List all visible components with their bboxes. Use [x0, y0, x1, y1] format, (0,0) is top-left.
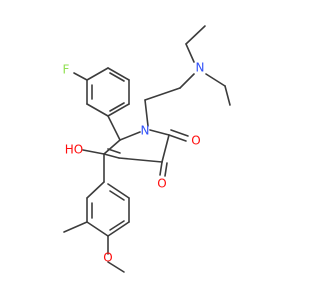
- hydroxyl-oxygen-label: HO: [65, 143, 83, 157]
- bond-ring-fluorine: [73, 72, 88, 81]
- bond-ring-methyl: [63, 221, 88, 233]
- bond-ketone-upper-a: [168, 134, 187, 142]
- ring-nitrogen-label: N: [141, 124, 150, 138]
- ketone-oxygen-upper-label: O: [191, 134, 200, 148]
- bond-ketone-lower-a: [159, 161, 163, 176]
- methoxymethylphenyl-ring: [86, 181, 130, 237]
- fluorophenyl-ring: [86, 67, 130, 117]
- diethylaminoethyl-chain: [144, 25, 231, 127]
- bond-ketone-lower-b: [164, 162, 168, 177]
- fluorine-atom-label: F: [63, 63, 70, 77]
- bond-c-to-c-double-a: [103, 153, 120, 159]
- bond-methoxy-methyl: [107, 261, 125, 273]
- methoxy-oxygen-label: O: [103, 251, 112, 265]
- molecule-canvas: F N N O O HO O: [63, 25, 231, 273]
- pyrrolidine-ring: [103, 115, 170, 163]
- bond-c-to-c-double-b: [107, 148, 121, 154]
- amine-nitrogen-label: N: [196, 61, 205, 75]
- bond-hydroxyl: [82, 149, 105, 155]
- ketone-oxygen-lower-label: O: [157, 177, 166, 191]
- bond-ketone-upper-b: [170, 129, 189, 137]
- structure-diagram: F N N O O HO O: [63, 25, 231, 273]
